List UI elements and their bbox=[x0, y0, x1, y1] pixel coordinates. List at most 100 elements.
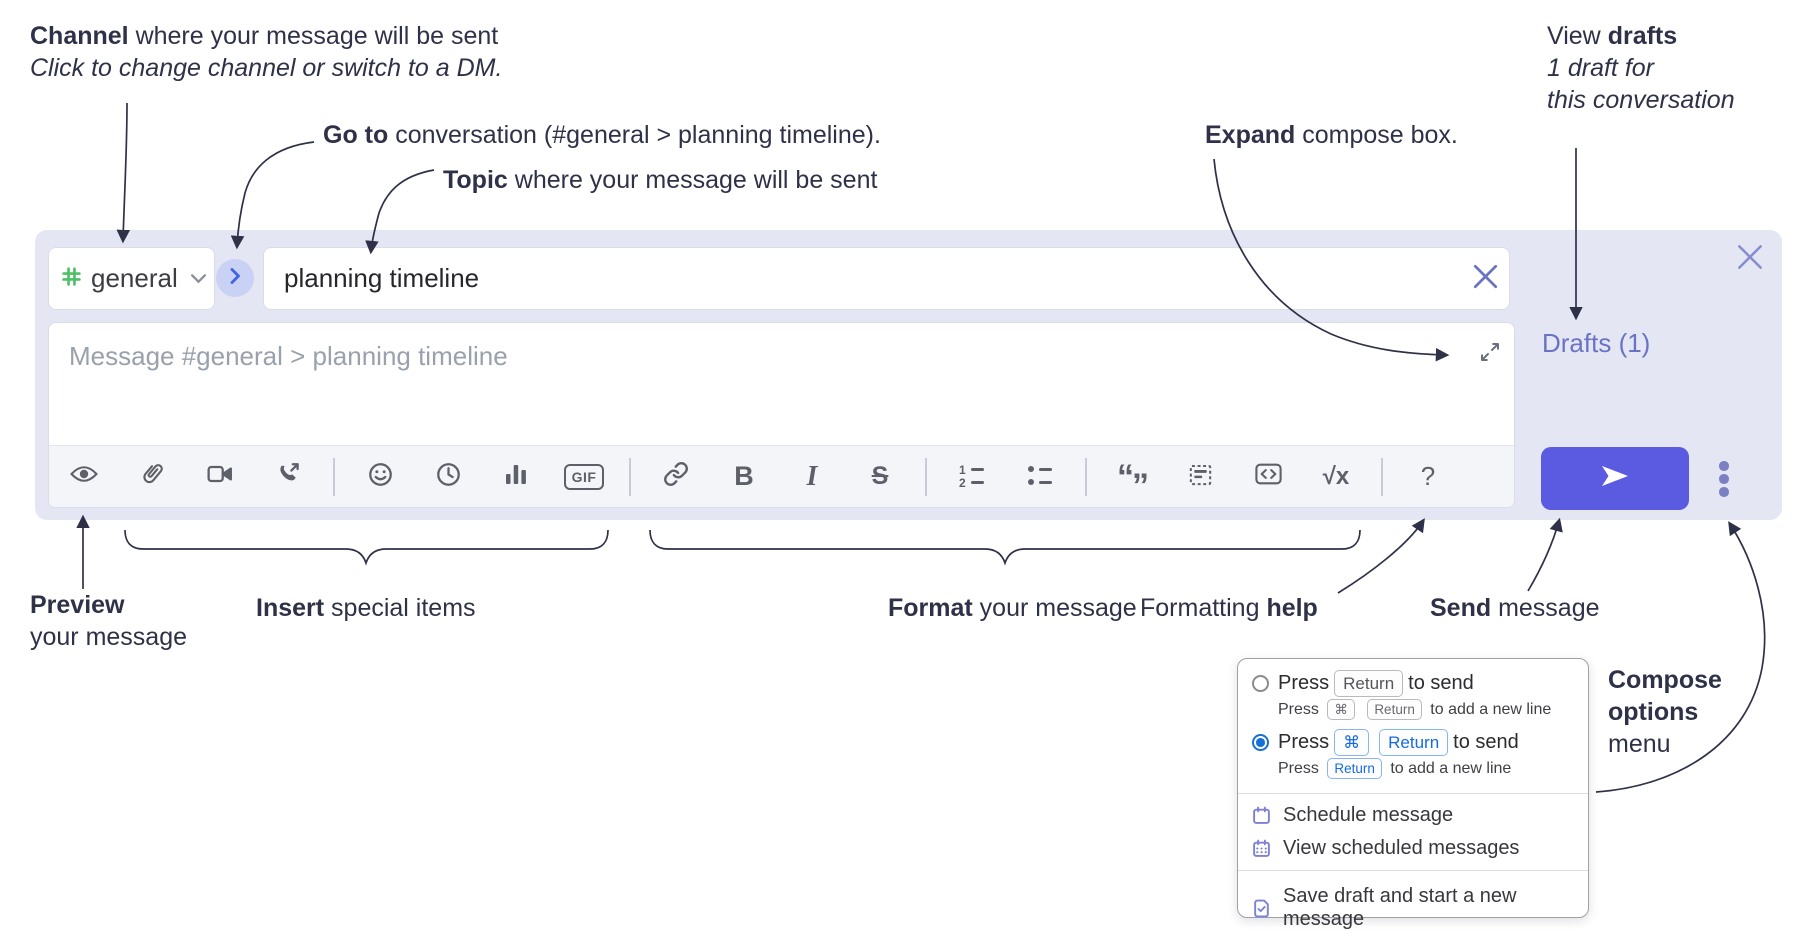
global-time-button[interactable] bbox=[425, 454, 471, 500]
video-call-button[interactable] bbox=[197, 454, 243, 500]
send-arrow bbox=[1527, 517, 1563, 592]
math-button[interactable]: √x bbox=[1313, 454, 1359, 500]
topic-input[interactable] bbox=[263, 247, 1510, 310]
clock-icon bbox=[436, 462, 461, 492]
return-key: Return bbox=[1379, 729, 1449, 756]
menu-item-label: Schedule message bbox=[1283, 804, 1454, 826]
compose-options-annotation: Compose options menu bbox=[1608, 666, 1722, 758]
bulleted-list-button[interactable] bbox=[1017, 454, 1063, 500]
message-input[interactable] bbox=[49, 323, 1514, 445]
calendar-icon bbox=[1252, 806, 1271, 825]
return-key: Return bbox=[1367, 699, 1422, 720]
close-compose-button[interactable] bbox=[1733, 242, 1767, 276]
bold-button[interactable]: B bbox=[721, 454, 767, 500]
menu-divider bbox=[1238, 793, 1588, 794]
message-formatting-help-button[interactable]: ? bbox=[1405, 454, 1451, 500]
compose-box: general bbox=[35, 230, 1782, 520]
toolbar-divider bbox=[629, 457, 631, 496]
menu-divider bbox=[1238, 870, 1588, 871]
return-key: Return bbox=[1327, 758, 1382, 779]
go-to-conversation-button[interactable] bbox=[216, 259, 254, 297]
eye-icon bbox=[70, 464, 98, 489]
quote-icon: “” bbox=[1117, 457, 1149, 505]
preview-button[interactable] bbox=[61, 454, 107, 500]
format-annotation: Format your message bbox=[888, 594, 1137, 622]
close-icon bbox=[1473, 264, 1498, 294]
smiley-icon bbox=[368, 462, 393, 492]
toolbar-divider bbox=[333, 457, 335, 496]
formatting-help-arrow bbox=[1337, 518, 1425, 594]
channel-annotation: Channel where your message will be sent … bbox=[30, 22, 503, 82]
send-shortcut-option-return-sub: Press ⌘ Return to add a new line bbox=[1278, 699, 1552, 720]
compose-options-button[interactable] bbox=[1712, 458, 1736, 500]
send-shortcut-option-cmd-return-sub: Press Return to add a new line bbox=[1278, 758, 1512, 779]
quote-button[interactable]: “” bbox=[1109, 454, 1155, 505]
drafts-link[interactable]: Drafts (1) bbox=[1542, 328, 1651, 358]
radio-selected-icon[interactable] bbox=[1252, 734, 1269, 751]
insert-brace bbox=[124, 529, 609, 566]
send-annotation: Send message bbox=[1430, 594, 1600, 622]
close-icon bbox=[1737, 244, 1763, 275]
channel-selector[interactable]: general bbox=[48, 247, 215, 310]
menu-item-schedule-message[interactable]: Schedule message bbox=[1238, 799, 1588, 832]
poll-button[interactable] bbox=[493, 454, 539, 500]
link-icon bbox=[663, 461, 689, 492]
topic-annotation: Topic where your message will be sent bbox=[443, 166, 878, 194]
italic-icon: I bbox=[806, 460, 818, 492]
vertical-dots-icon bbox=[1719, 461, 1729, 471]
format-brace bbox=[649, 529, 1361, 566]
numbered-list-button[interactable]: 1 2 bbox=[949, 454, 995, 500]
compose-toolbar: GIF B I S bbox=[49, 445, 1514, 507]
send-shortcut-option-cmd-return[interactable]: Press ⌘ Return to send bbox=[1238, 729, 1588, 756]
chevron-right-icon bbox=[227, 267, 243, 290]
strikethrough-button[interactable]: S bbox=[857, 454, 903, 500]
preview-annotation: Preview your message bbox=[30, 591, 188, 651]
link-button[interactable] bbox=[653, 454, 699, 500]
menu-item-save-draft[interactable]: Save draft and start a new message bbox=[1238, 876, 1588, 940]
expand-annotation: Expand compose box. bbox=[1205, 121, 1458, 149]
send-button[interactable] bbox=[1541, 447, 1689, 510]
toolbar-divider bbox=[1085, 457, 1087, 496]
draft-document-icon bbox=[1252, 899, 1271, 918]
expand-compose-button[interactable] bbox=[1476, 340, 1504, 368]
code-icon bbox=[1254, 463, 1282, 490]
spoiler-button[interactable] bbox=[1177, 454, 1223, 500]
view-drafts-annotation: View drafts 1 draft for this conversatio… bbox=[1547, 22, 1735, 114]
menu-item-label: Save draft and start a new message bbox=[1283, 885, 1517, 930]
bulleted-list-icon bbox=[1027, 464, 1053, 490]
channel-arrow bbox=[116, 102, 131, 244]
channel-annotation-bold: Channel bbox=[30, 22, 129, 50]
send-shortcut-option-return[interactable]: Press Return to send bbox=[1238, 670, 1588, 697]
phone-call-icon bbox=[276, 462, 301, 492]
goto-annotation: Go to conversation (#general > planning … bbox=[323, 121, 881, 149]
toolbar-divider bbox=[1381, 457, 1383, 496]
menu-item-label: View scheduled messages bbox=[1283, 837, 1520, 859]
clear-topic-button[interactable] bbox=[1467, 261, 1503, 297]
gif-button[interactable]: GIF bbox=[561, 454, 607, 500]
expand-icon bbox=[1477, 339, 1503, 370]
numbered-list-icon: 1 2 bbox=[959, 464, 985, 490]
italic-button[interactable]: I bbox=[789, 454, 835, 500]
cmd-key: ⌘ bbox=[1327, 699, 1355, 720]
strikethrough-icon: S bbox=[871, 462, 889, 490]
code-button[interactable] bbox=[1245, 454, 1291, 500]
audio-call-button[interactable] bbox=[265, 454, 311, 500]
radio-unselected-icon[interactable] bbox=[1252, 675, 1269, 692]
hash-icon bbox=[61, 266, 82, 292]
chevron-down-icon bbox=[190, 273, 207, 284]
cmd-key: ⌘ bbox=[1334, 729, 1370, 756]
math-icon: √x bbox=[1322, 462, 1350, 490]
bar-chart-icon bbox=[504, 462, 528, 491]
channel-annotation-line2: Click to change channel or switch to a D… bbox=[30, 54, 503, 82]
toolbar-divider bbox=[925, 457, 927, 496]
attach-file-button[interactable] bbox=[129, 454, 175, 500]
formatting-help-annotation: Formatting help bbox=[1140, 594, 1318, 622]
video-camera-icon bbox=[207, 462, 233, 491]
message-box: GIF B I S bbox=[48, 322, 1515, 508]
channel-name: general bbox=[91, 263, 178, 293]
insert-annotation: Insert special items bbox=[256, 594, 476, 622]
menu-item-view-scheduled[interactable]: View scheduled messages bbox=[1238, 832, 1588, 865]
emoji-button[interactable] bbox=[357, 454, 403, 500]
gif-icon: GIF bbox=[563, 463, 605, 490]
question-mark-icon: ? bbox=[1420, 461, 1436, 491]
